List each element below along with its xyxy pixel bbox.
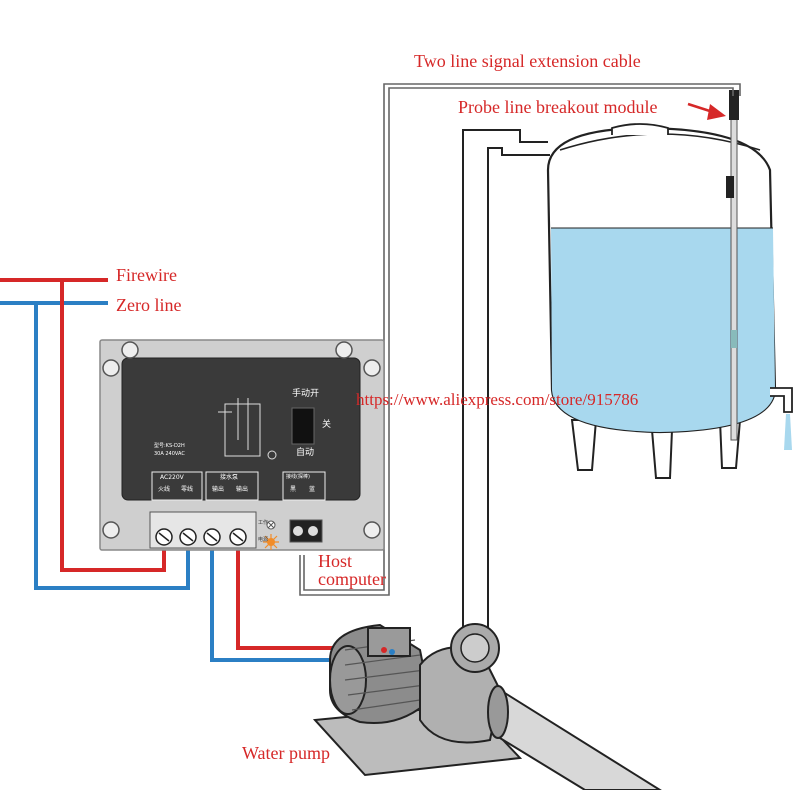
panel-manual-on: 手动开 xyxy=(292,389,320,399)
label-water-pump: Water pump xyxy=(242,743,331,763)
terminal-screws xyxy=(155,528,247,546)
mains-wires xyxy=(0,278,385,662)
water-pump xyxy=(312,623,662,790)
panel-power-zero: 零线 xyxy=(181,486,194,493)
water-level xyxy=(551,228,775,432)
panel-work-label: 工作 xyxy=(258,520,269,526)
panel-auto: 自动 xyxy=(296,448,315,458)
panel-pump-header: 接水泵 xyxy=(220,474,239,481)
power-led xyxy=(263,534,279,550)
panel-model: 型号:KS-D2H xyxy=(154,443,185,449)
store-url: https://www.aliexpress.com/store/915786 xyxy=(356,390,639,409)
panel-probe-header: 接线(探棒) xyxy=(286,474,310,480)
water-tank xyxy=(546,90,793,479)
panel-power-label: 电源 xyxy=(258,537,269,543)
signal-cable xyxy=(299,83,741,596)
panel-rating: 30A 240VAC xyxy=(154,451,185,457)
label-firewire: Firewire xyxy=(116,265,177,285)
probe-rod xyxy=(730,94,738,441)
panel-power-header: AC220V xyxy=(160,474,184,481)
label-probe-module: Probe line breakout module xyxy=(458,97,658,117)
panel-probe-blue: 蓝 xyxy=(309,486,316,493)
panel-probe-black: 黑 xyxy=(290,486,297,493)
label-signal-cable: Two line signal extension cable xyxy=(414,51,641,71)
panel-off: 关 xyxy=(322,420,332,430)
manual-auto-switch xyxy=(291,407,315,445)
label-host: Host xyxy=(318,551,353,571)
panel-pump-out2: 输出 xyxy=(236,486,249,493)
panel-power-fire: 火线 xyxy=(158,486,171,493)
probe-arrow xyxy=(687,102,726,120)
water-pipe xyxy=(462,129,550,640)
label-computer: computer xyxy=(318,569,386,589)
panel-pump-out1: 输出 xyxy=(212,486,225,493)
level-controller xyxy=(99,339,385,551)
label-zero-line: Zero line xyxy=(116,295,182,315)
